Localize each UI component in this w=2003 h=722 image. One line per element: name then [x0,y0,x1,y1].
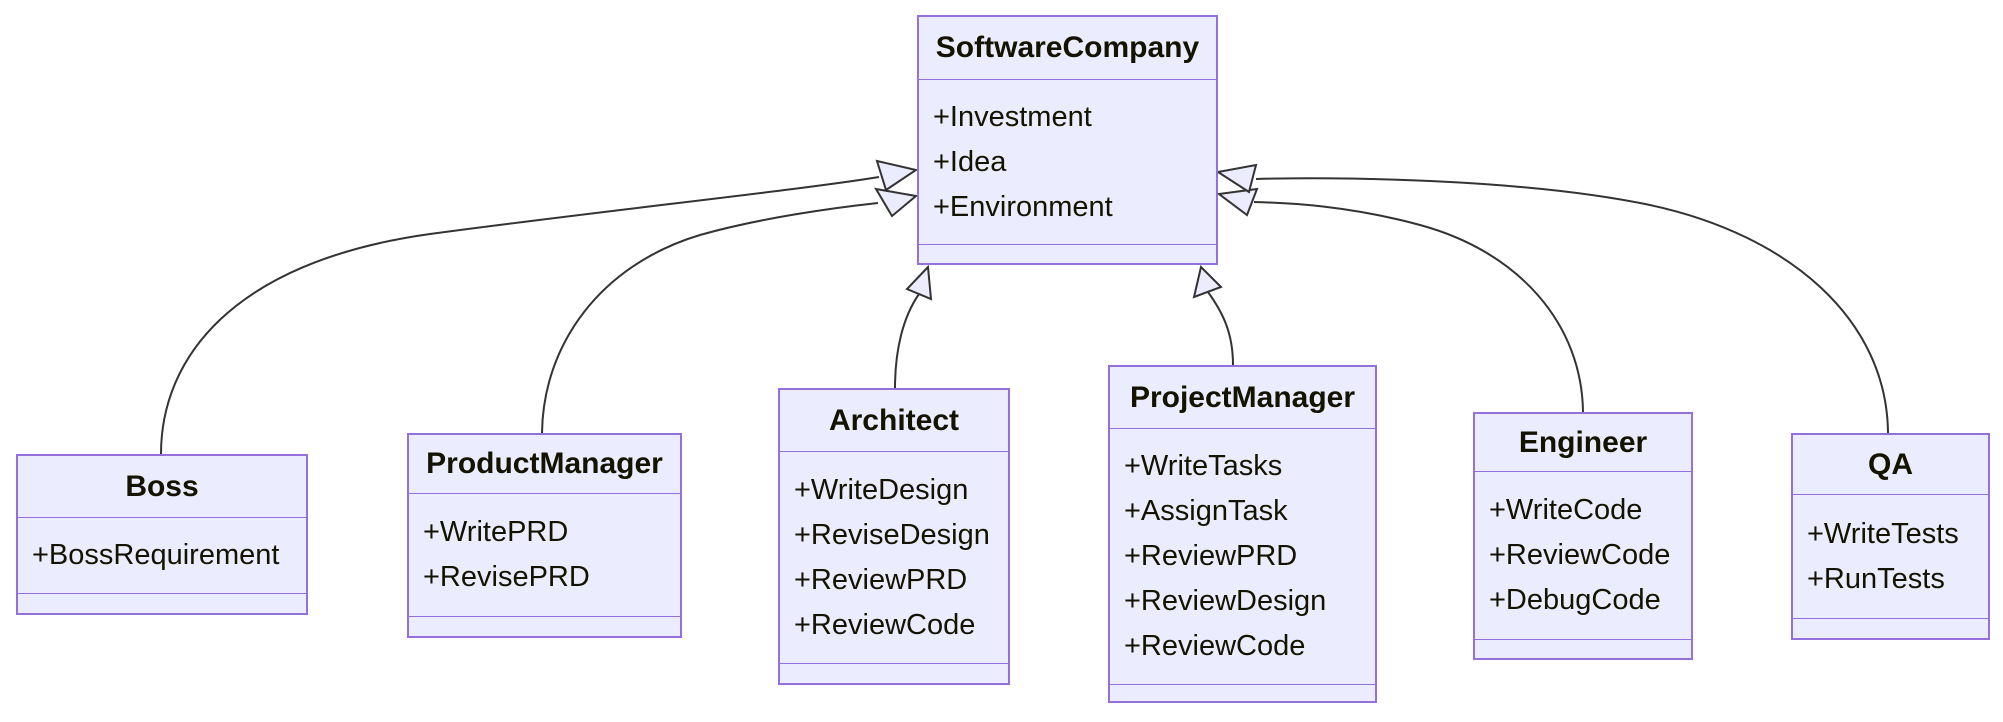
class-methods-empty [409,617,680,636]
class-member: +AssignTask [1124,495,1288,527]
inheritance-arrowhead-qa [1215,163,1258,194]
class-title: Architect [780,390,1008,452]
class-members: +WriteDesign +ReviseDesign +ReviewPRD +R… [780,452,1008,664]
class-title: ProjectManager [1110,367,1375,429]
class-box-qa: QA +WriteTests +RunTests [1791,433,1990,640]
class-member: +WriteTasks [1124,450,1283,482]
class-members: +WritePRD +RevisePRD [409,494,680,617]
class-member: +Environment [933,190,1113,223]
class-member: +ReviewPRD [1124,540,1298,572]
class-member: +WritePRD [423,516,569,548]
edge-boss-to-softwarecompany [160,176,880,455]
class-member: +Idea [933,145,1007,178]
class-member: +ReviewCode [1489,539,1671,571]
class-members: +WriteCode +ReviewCode +DebugCode [1475,472,1691,640]
edge-projectmanager-to-softwarecompany [1207,291,1234,366]
class-box-architect: Architect +WriteDesign +ReviseDesign +Re… [778,388,1010,685]
class-methods-empty [919,245,1216,263]
class-title: Engineer [1475,414,1691,472]
class-member: +WriteDesign [794,473,969,506]
class-members: +WriteTests +RunTests [1793,495,1988,619]
class-member: +WriteCode [1489,494,1643,526]
edge-engineer-to-softwarecompany [1253,201,1584,413]
class-title: QA [1793,435,1988,495]
inheritance-arrowhead-engineer [1216,187,1259,217]
class-member: +Investment [933,100,1092,133]
class-methods-empty [1475,640,1691,658]
edge-architect-to-softwarecompany [894,293,920,389]
class-member: +DebugCode [1489,584,1661,616]
class-member: +ReviewDesign [1124,585,1327,617]
class-box-boss: Boss +BossRequirement [16,454,308,615]
edge-productmanager-to-softwarecompany [541,202,879,434]
class-member: +ReviewPRD [794,563,968,596]
class-methods-empty [1110,685,1375,701]
class-member: +WriteTests [1807,517,1959,550]
class-member: +BossRequirement [32,539,280,571]
class-methods-empty [18,594,306,613]
class-methods-empty [780,664,1008,683]
class-box-projectmanager: ProjectManager +WriteTasks +AssignTask +… [1108,365,1377,703]
class-members: +BossRequirement [18,518,306,594]
class-methods-empty [1793,619,1988,638]
class-box-productmanager: ProductManager +WritePRD +RevisePRD [407,433,682,638]
class-member: +RunTests [1807,562,1945,595]
class-member: +ReviewCode [794,608,976,641]
class-member: +ReviseDesign [794,518,990,551]
class-member: +RevisePRD [423,561,590,593]
class-box-softwarecompany: SoftwareCompany +Investment +Idea +Envir… [917,15,1218,265]
class-member: +ReviewCode [1124,630,1306,662]
inheritance-arrowhead-productmanager [874,187,919,218]
class-members: +Investment +Idea +Environment [919,80,1216,245]
class-title: ProductManager [409,435,680,494]
inheritance-arrowhead-architect [905,264,933,301]
class-box-engineer: Engineer +WriteCode +ReviewCode +DebugCo… [1473,412,1693,660]
inheritance-arrowhead-projectmanager [1192,265,1223,299]
class-title: Boss [18,456,306,518]
class-title: SoftwareCompany [919,17,1216,80]
class-members: +WriteTasks +AssignTask +ReviewPRD +Revi… [1110,429,1375,685]
inheritance-arrowhead-boss [875,159,919,192]
edge-qa-to-softwarecompany [1255,177,1889,434]
